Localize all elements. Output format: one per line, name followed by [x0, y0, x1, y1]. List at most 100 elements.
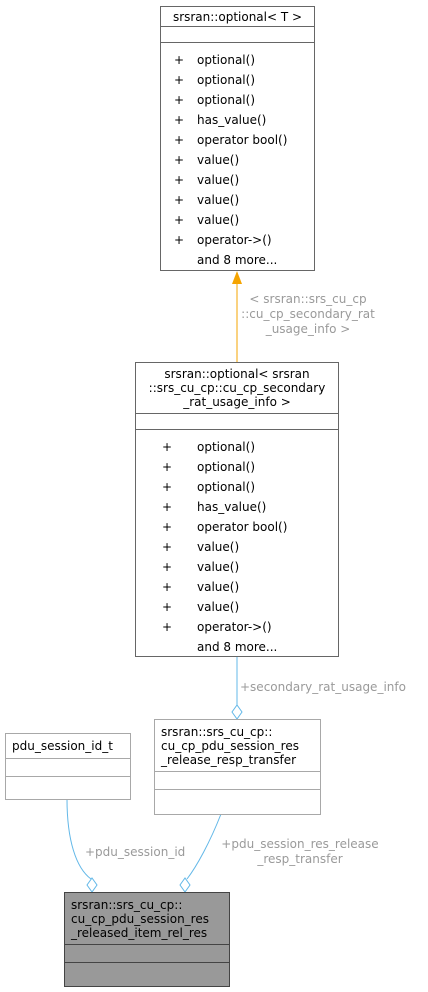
method-name: value()	[197, 600, 240, 614]
method-visibility: +	[162, 560, 173, 574]
method-row[interactable]: +optional()	[136, 457, 338, 477]
method-name: value()	[197, 540, 240, 554]
class-title-line: srsran::optional< T >	[172, 10, 303, 24]
method-name: has_value()	[197, 500, 267, 514]
method-row[interactable]: +value()	[161, 190, 314, 210]
edge-label-line: _resp_transfer	[257, 852, 343, 866]
more-methods-label: and 8 more...	[197, 640, 278, 654]
attributes-section	[161, 26, 314, 42]
class-title: srsran::srs_cu_cp:: cu_cp_pdu_session_re…	[155, 720, 320, 771]
class-title-line: _rat_usage_info >	[183, 395, 291, 409]
template-argument-label: < srsran::srs_cu_cp ::cu_cp_secondary_ra…	[232, 292, 384, 337]
class-title-line: pdu_session_id_t	[12, 739, 113, 753]
class-title-line: _released_item_rel_res	[71, 926, 208, 940]
method-name: value()	[197, 173, 240, 187]
class-title-line: ::srs_cu_cp::cu_cp_secondary	[148, 381, 326, 395]
method-row[interactable]: +optional()	[161, 50, 314, 70]
class-title-line: cu_cp_pdu_session_res	[71, 912, 209, 926]
method-visibility: +	[162, 500, 173, 514]
more-methods-row[interactable]: and 8 more...	[136, 637, 338, 657]
class-title-line: cu_cp_pdu_session_res	[161, 739, 299, 753]
class-title: srsran::srs_cu_cp:: cu_cp_pdu_session_re…	[65, 893, 229, 944]
method-name: value()	[197, 153, 240, 167]
pdu-session-id-label: +pdu_session_id	[85, 845, 185, 860]
edge-label-line: < srsran::srs_cu_cp	[249, 292, 367, 306]
method-name: value()	[197, 213, 240, 227]
method-row[interactable]: + has_value()	[136, 497, 338, 517]
method-visibility: +	[174, 233, 185, 247]
method-visibility: +	[174, 93, 185, 107]
method-row[interactable]: + optional()	[161, 90, 314, 110]
method-visibility: +	[162, 600, 173, 614]
template-arrowhead	[232, 271, 242, 284]
method-visibility: +	[162, 480, 173, 494]
method-visibility: +	[162, 440, 173, 454]
class-pdu-session-id-t[interactable]: pdu_session_id_t	[5, 733, 131, 800]
secondary-rat-diamond	[231, 704, 243, 720]
resp-transfer-diamond	[179, 877, 191, 893]
method-name: optional()	[197, 460, 255, 474]
pdu-session-id-diamond	[86, 877, 98, 893]
methods-section: + optional() + optional() + optional() + has…	[136, 429, 338, 657]
class-optional-secondary-rat[interactable]: srsran::optional< srsran ::srs_cu_cp::cu…	[135, 362, 339, 657]
edge-label-line: _usage_info >	[265, 322, 351, 336]
class-title-line: srsran::optional< srsran	[164, 367, 310, 381]
pdu-session-res-release-resp-transfer-label: +pdu_session_res_release _resp_transfer	[212, 837, 388, 867]
methods-section	[65, 962, 229, 980]
method-row[interactable]: + value()	[136, 557, 338, 577]
method-name: has_value()	[197, 113, 267, 127]
method-name: optional()	[197, 480, 255, 494]
method-row[interactable]: + optional()	[136, 477, 338, 497]
resp-transfer-edge-line	[186, 813, 222, 880]
method-row[interactable]: + value()	[136, 537, 338, 557]
method-row[interactable]: +value()	[161, 210, 314, 230]
method-visibility: +	[162, 540, 173, 554]
method-name: value()	[197, 580, 240, 594]
class-title-line: srsran::srs_cu_cp::	[71, 898, 183, 912]
method-visibility: +	[162, 520, 173, 534]
class-released-item-rel-res[interactable]: srsran::srs_cu_cp:: cu_cp_pdu_session_re…	[64, 892, 230, 987]
class-release-resp-transfer[interactable]: srsran::srs_cu_cp:: cu_cp_pdu_session_re…	[154, 719, 321, 815]
methods-section	[6, 776, 130, 794]
method-row[interactable]: + operator->()	[161, 230, 314, 250]
edge-label-line: +pdu_session_res_release	[221, 837, 379, 851]
method-name: value()	[197, 193, 240, 207]
method-row[interactable]: +value()	[161, 150, 314, 170]
attributes-section	[136, 413, 338, 429]
class-title: pdu_session_id_t	[6, 734, 130, 758]
more-methods-row[interactable]: and 8 more...	[161, 250, 314, 270]
method-row[interactable]: + value()	[136, 597, 338, 617]
attributes-section	[6, 758, 130, 776]
method-row[interactable]: +value()	[161, 170, 314, 190]
class-title-line: _release_resp_transfer	[161, 753, 297, 767]
more-methods-label: and 8 more...	[197, 253, 278, 267]
method-name: value()	[197, 560, 240, 574]
class-title: srsran::optional< srsran ::srs_cu_cp::cu…	[136, 363, 338, 413]
method-row[interactable]: +optional()	[161, 70, 314, 90]
pdu-session-id-edge-line	[66, 798, 92, 880]
method-name: operator bool()	[197, 520, 288, 534]
method-name: operator->()	[197, 233, 272, 247]
method-visibility: +	[162, 620, 173, 634]
method-visibility: +	[174, 113, 185, 127]
method-visibility: +	[174, 133, 185, 147]
edge-label-line: +pdu_session_id	[85, 845, 186, 859]
class-title: srsran::optional< T >	[161, 7, 314, 26]
method-row[interactable]: +operator->()	[136, 617, 338, 637]
method-row[interactable]: + operator bool()	[136, 517, 338, 537]
edge-label-line: +secondary_rat_usage_info	[240, 680, 406, 694]
method-row[interactable]: + optional()	[136, 437, 338, 457]
method-row[interactable]: + value()	[136, 577, 338, 597]
method-name: optional()	[197, 93, 255, 107]
method-name: optional()	[197, 53, 255, 67]
edge-label-line: ::cu_cp_secondary_rat	[241, 307, 375, 321]
attributes-section	[155, 771, 320, 789]
method-visibility: +	[162, 580, 173, 594]
method-row[interactable]: + operator bool()	[161, 130, 314, 150]
class-title-line: srsran::srs_cu_cp::	[161, 725, 273, 739]
method-name: operator bool()	[197, 133, 288, 147]
method-name: optional()	[197, 440, 255, 454]
class-optional-template[interactable]: srsran::optional< T > + optional() + optio…	[160, 6, 315, 271]
method-row[interactable]: + has_value()	[161, 110, 314, 130]
